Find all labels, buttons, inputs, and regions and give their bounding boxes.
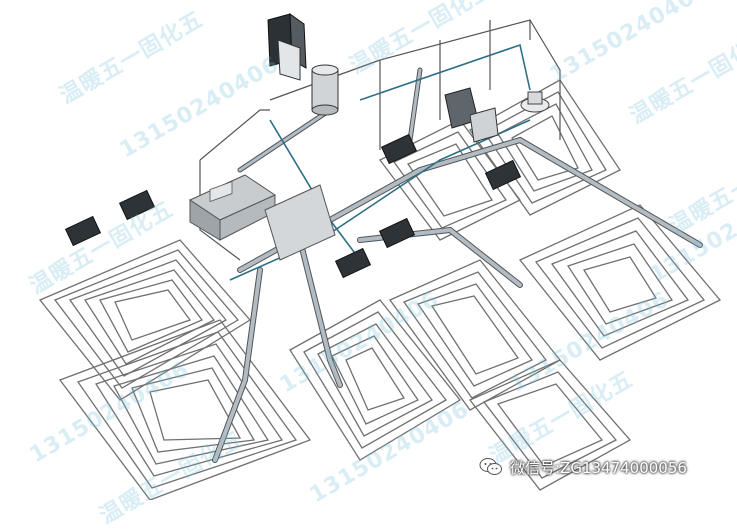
- floor-heating-zone-right: [518, 204, 722, 361]
- floor-heating-zone-left: [38, 239, 251, 401]
- water-heater-tank: [311, 64, 339, 116]
- floor-heating-zone-center: [289, 299, 461, 461]
- wall-boiler: [267, 12, 307, 81]
- floor-heating-zone-bottom-left: [58, 319, 312, 500]
- manifold-1: [64, 189, 156, 247]
- heating-system-diagram: [38, 12, 722, 500]
- wechat-id-label: 微信号:ZG13474000056: [478, 452, 687, 482]
- wechat-id-text: 微信号:ZG13474000056: [510, 458, 687, 477]
- floor-heating-zone-mid: [379, 119, 521, 241]
- manifold-2: [380, 133, 522, 191]
- washbasin-fixture: [444, 87, 499, 143]
- manifold-3: [334, 217, 416, 279]
- wechat-icon: [479, 458, 502, 475]
- toilet-fixture: [520, 91, 550, 113]
- kitchen-counter: [188, 174, 336, 261]
- floor-heating-zone-lower-right: [468, 359, 632, 491]
